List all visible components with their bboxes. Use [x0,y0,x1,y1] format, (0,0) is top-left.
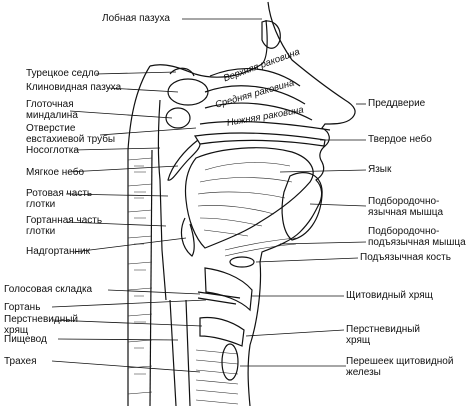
label-tongue: Язык [368,164,392,175]
label-vestibule: Преддверие [368,98,426,109]
label-sella-turcica: Турецкое седло [26,68,100,79]
mandible-shape [281,172,323,241]
nasal-conchae [199,67,331,131]
leaders-right [240,103,367,367]
label-pharyngeal-tonsil: Глоточная миндалина [26,99,78,121]
label-eustachian-opening: Отверстие евстахиевой трубы [26,123,116,145]
label-nasopharynx: Носоглотка [26,145,79,156]
label-epiglottis: Надгортанник [26,246,90,257]
posterior-outline [127,65,151,406]
label-soft-palate: Мягкое небо [26,167,85,178]
label-vocal-fold: Голосовая складка [4,284,93,295]
pharyngeal-tonsil-shape [165,107,191,129]
tongue-texture [197,162,293,237]
tongue-shape [184,147,314,249]
thyroid-isthmus-shape [221,343,239,381]
label-genioglossus: Подбородочно-язычная мышца [368,196,444,218]
label-oropharynx: Ротовая часть глотки [26,188,93,210]
label-thyroid-isthmus: Перешеек щитовидной железы [346,356,454,378]
hard-palate-shape [193,132,326,147]
leaders-left [51,18,262,373]
label-esophagus: Пищевод [4,334,47,345]
nasopharynx-wall [157,99,167,301]
label-trachea: Трахея [4,356,37,367]
label-larynx: Гортань [4,302,41,313]
label-thyroid-cartilage: Щитовидный хрящ [346,290,433,301]
thyroid-cartilage-shape [204,267,253,312]
hyoid-shape [229,256,255,268]
frontal-sinus-shape [261,20,281,49]
vocal-fold-shape [197,291,241,305]
geniohyoid-shape [224,237,297,257]
trachea-rings [195,349,239,405]
vertebrae [127,157,153,395]
cricoid-shape [199,316,245,347]
label-cricoid-right: Перстневидный хрящ [346,324,421,346]
label-geniohyoid: Подбородочно-подъязычная мышца [368,226,466,248]
epiglottis-shape [180,217,195,257]
label-laryngopharynx: Гортанная часть глотки [26,215,103,237]
esophagus-shape [169,299,191,406]
label-cricoid: Перстневидный хрящ [4,314,79,336]
skull-base [149,19,268,78]
label-frontal-sinus: Лобная пазуха [102,13,170,24]
vertebral-column-front [149,149,153,406]
soft-palate-shape [167,139,201,181]
sphenoid-sinus-shape [167,78,209,106]
label-sphenoid-sinus: Клиновидная пазуха [26,82,122,93]
label-hyoid: Подъязычная кость [360,252,451,263]
label-hard-palate: Твердое небо [368,134,432,145]
